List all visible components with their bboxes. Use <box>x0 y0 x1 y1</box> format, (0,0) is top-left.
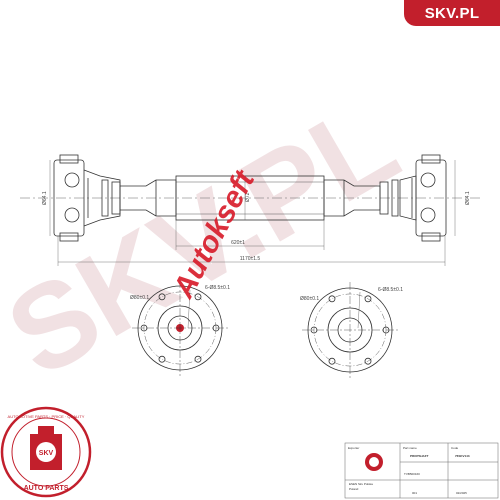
dim-right-pcd: Ø80±0.1 <box>300 296 319 302</box>
title-code-value: 76SKV143 <box>455 454 470 458</box>
title-company-header: Exporter <box>348 446 359 450</box>
seal-ring-text: AUTOMOTIVE PARTS · PRICE · QUALITY <box>8 414 85 419</box>
title-oe-value: TVB500160 <box>404 472 420 476</box>
seal-center-text: SKV <box>39 450 54 457</box>
dim-tube-length: 620±1 <box>231 240 245 246</box>
title-part-name: PROPSHAFT <box>410 454 429 458</box>
dim-left-pcd: Ø80±0.1 <box>130 295 149 301</box>
title-company-name: ESEN Skv Polska <box>349 482 373 486</box>
title-block <box>344 442 499 499</box>
dim-right-flange-diameter: Ø64.1 <box>465 191 471 205</box>
dim-left-flange-diameter: Ø64.1 <box>42 191 48 205</box>
dim-overall-length: 1170±1.5 <box>240 256 261 262</box>
title-code-label: Code <box>451 446 459 450</box>
title-company-address: Poland <box>349 487 359 491</box>
dimension-lines <box>49 160 456 329</box>
title-block-logo-inner <box>369 457 379 467</box>
dim-right-holes: 6-Ø8.5±0.1 <box>378 287 403 293</box>
skv-logo-badge: SKV.PL <box>404 0 500 26</box>
seal-bottom-text: AUTO PARTS <box>24 485 69 492</box>
dim-tube-diameter: Ø72 <box>245 192 251 202</box>
title-date-value: 02/2025 <box>456 491 467 495</box>
title-part-label: Part name <box>403 446 417 450</box>
right-flange-assembly <box>379 154 447 242</box>
title-sheet-value: 001 <box>412 491 417 495</box>
right-face-view <box>302 282 398 378</box>
dim-left-holes: 6-Ø8.5±0.1 <box>205 285 230 291</box>
left-face-view <box>132 280 228 376</box>
skv-logo-text: SKV.PL <box>424 4 480 22</box>
quality-seal <box>0 406 92 498</box>
